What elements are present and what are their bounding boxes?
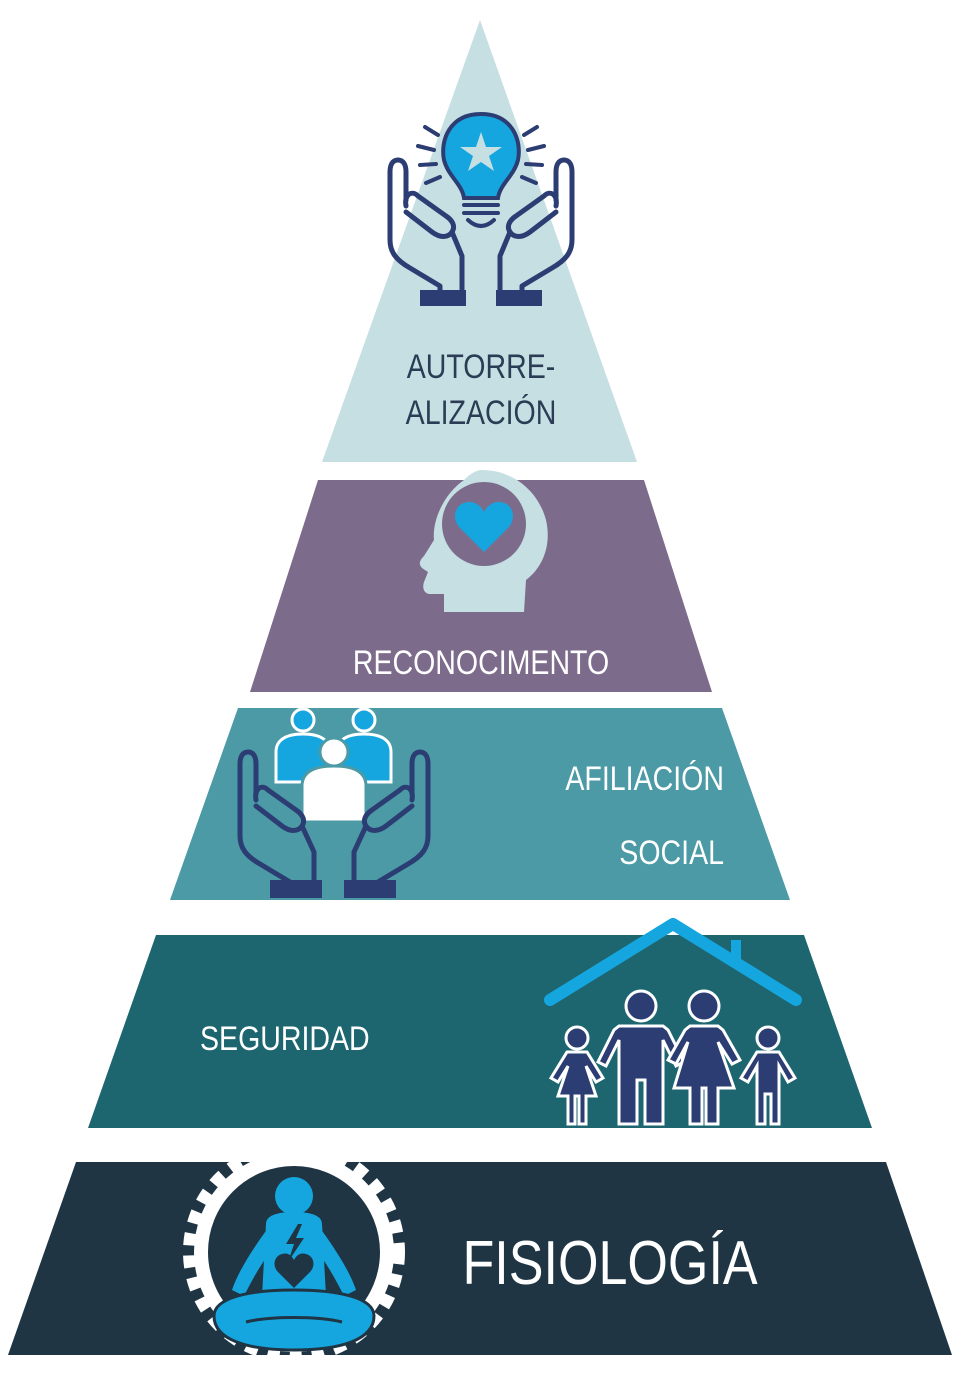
level-esteem: RECONOCIMENTO: [250, 470, 712, 692]
level-safety-label: SEGURIDAD: [200, 1020, 370, 1058]
boy-figure: [738, 1025, 798, 1126]
level-belonging-label-line2: SOCIAL: [619, 834, 724, 872]
level-esteem-label: RECONOCIMENTO: [353, 644, 609, 682]
family-under-roof-icon: [544, 918, 802, 1126]
level-physiological-label: FISIOLOGÍA: [462, 1229, 758, 1298]
level-safety: SEGURIDAD: [88, 918, 872, 1128]
level-physiological: FISIOLOGÍA: [8, 1141, 952, 1363]
level-self-actualization: AUTORRE- ALIZACIÓN: [322, 20, 637, 462]
girl-figure: [548, 1025, 606, 1126]
right-cuff: [344, 880, 396, 898]
head-with-heart-icon: [419, 470, 548, 612]
right-cuff: [496, 290, 542, 306]
people-in-hands-icon: [237, 707, 431, 898]
gear-teeth: [183, 1141, 405, 1363]
meditating-person-in-gear-icon: [183, 1141, 405, 1363]
level-self-actualization-label-line2: ALIZACIÓN: [406, 394, 557, 432]
left-cuff: [420, 290, 466, 306]
lightbulb-star-in-hands-icon: [387, 111, 575, 306]
left-cuff: [270, 880, 322, 898]
level-belonging-label-line1: AFILIACIÓN: [565, 760, 724, 798]
level-self-actualization-band: [322, 20, 637, 462]
level-self-actualization-label-line1: AUTORRE-: [407, 348, 556, 386]
level-belonging: AFILIACIÓN SOCIAL: [170, 707, 790, 900]
mother-figure: [665, 989, 743, 1126]
